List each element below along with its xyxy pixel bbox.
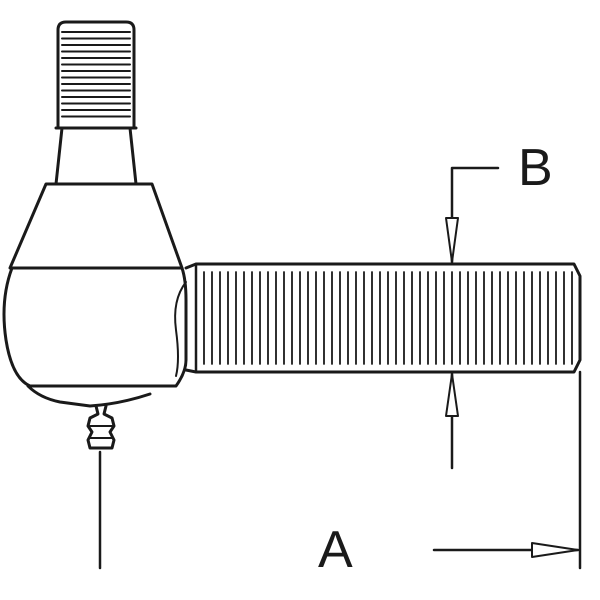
lower-cup	[26, 384, 152, 408]
stud-threads	[56, 20, 136, 130]
stud-neck	[54, 126, 138, 186]
shank-threads	[184, 262, 582, 374]
grease-fitting	[86, 404, 116, 450]
housing-inner-curve	[174, 281, 187, 377]
dimension-a-arrow	[531, 542, 579, 558]
stud-thread-grooves	[61, 31, 131, 118]
ball-housing	[2, 266, 188, 388]
dimension-b-arrow-bottom	[445, 373, 459, 417]
housing-taper	[8, 182, 184, 270]
shank-thread-grooves	[203, 271, 573, 365]
dimension-b-arrow-top	[445, 217, 459, 263]
dimension-b-label: B	[518, 139, 553, 197]
dimension-a-label: A	[318, 521, 353, 579]
dimension-b-leader	[450, 166, 500, 264]
